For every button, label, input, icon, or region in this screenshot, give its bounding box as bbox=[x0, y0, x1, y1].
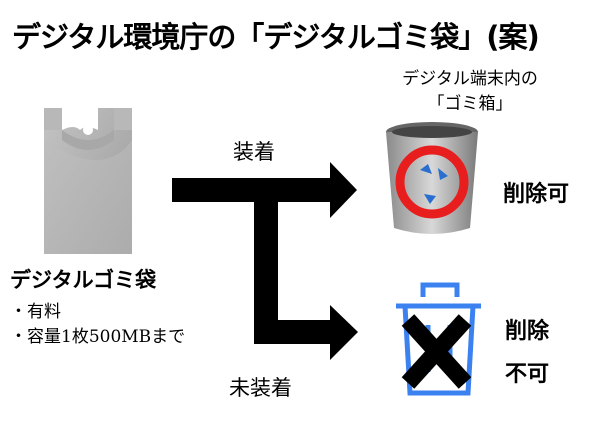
bin-caption-line1: デジタル端末内の bbox=[402, 69, 538, 89]
garbage-bag-icon bbox=[44, 108, 132, 254]
recycle-bin-icon bbox=[386, 122, 478, 234]
cross-mark-icon bbox=[401, 314, 472, 389]
result-not-deletable-line1: 削除 bbox=[505, 319, 550, 344]
bag-feature: ・容量1枚500MBまで bbox=[10, 327, 186, 347]
result-deletable: 削除可 bbox=[503, 182, 570, 207]
page-title: デジタル環境庁の「デジタルゴミ袋」(案) bbox=[12, 20, 540, 54]
bag-name: デジタルゴミ袋 bbox=[10, 268, 157, 292]
bin-caption-line2: 「ゴミ箱」 bbox=[427, 94, 513, 114]
not-attached-label: 未装着 bbox=[229, 376, 292, 400]
attached-label: 装着 bbox=[233, 140, 275, 164]
bag-feature: ・有料 bbox=[10, 302, 61, 322]
branch-arrow bbox=[172, 162, 358, 360]
result-not-deletable-line2: 不可 bbox=[505, 362, 550, 387]
